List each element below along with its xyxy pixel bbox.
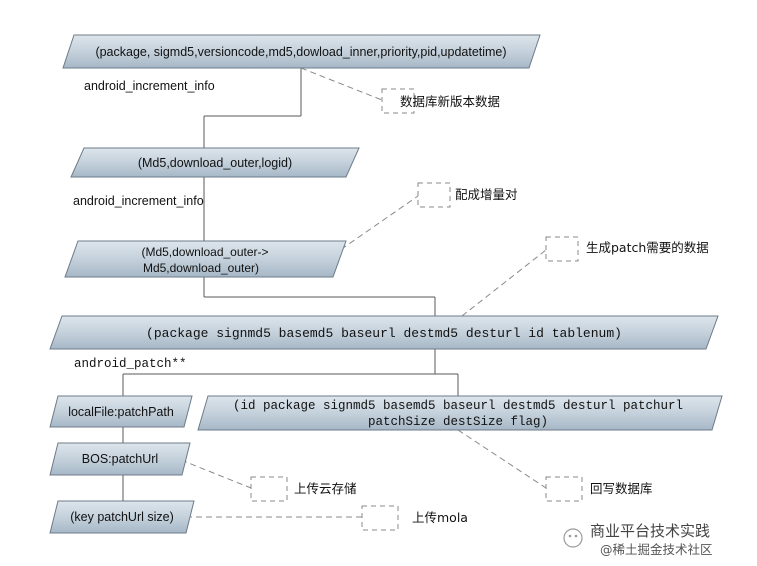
annotation-upload-mola: 上传mola [412,510,468,525]
patch-record-text-line1: (id package signmd5 basemd5 baseurl dest… [233,399,683,413]
md5-pair-text-line1: (Md5,download_outer-> [141,245,268,259]
key-url-size-text: (key patchUrl size) [70,510,174,524]
annotation-box [361,505,399,531]
annotation-pair-increment: 配成增量对 [455,187,518,202]
connector-lines [122,68,459,501]
sign-tablenum-text: (package signmd5 basemd5 baseurl destmd5… [146,326,622,341]
annotation-box [381,88,415,114]
local-file-shape [49,395,193,428]
annotation-boxes [250,88,583,531]
md5-triplet-shape [70,147,360,178]
annotation-box [545,236,579,262]
patch-table-label: android_patch** [74,357,187,371]
bos-url-text: BOS:patchUrl [82,452,158,466]
increment-info-label-1: android_increment_info [84,79,215,93]
dashed-leader [461,249,547,317]
patch-record-shape [197,395,723,431]
annotation-leaders [180,67,547,518]
annotation-new-version-data: 数据库新版本数据 [400,94,500,109]
local-file-text: localFile:patchPath [68,405,174,419]
annotation-upload-cloud: 上传云存储 [294,481,357,496]
dashed-leader [457,429,547,489]
watermark: 商业平台技术实践 @稀土掘金技术社区 [563,522,713,557]
key-url-size-shape [49,500,195,534]
md5-triplet-text: (Md5,download_outer,logid) [138,156,292,170]
versions-record-shape [62,34,541,69]
dashed-leader [180,459,252,489]
increment-info-label-2: android_increment_info [73,194,204,208]
versions-record-text: (package, sigmd5,versioncode,md5,dowload… [95,45,506,59]
annotation-generate-patch-data: 生成patch需要的数据 [586,240,709,255]
bos-url-shape [49,442,191,476]
dashed-leader [300,67,383,101]
md5-pair-text-line2: Md5,download_outer) [143,261,259,275]
watermark-subtitle: @稀土掘金技术社区 [600,542,713,557]
sign-tablenum-shape [49,315,719,350]
annotation-box [417,182,451,208]
patch-record-text-line2: patchSize destSize flag) [368,415,548,429]
annotation-write-back-db: 回写数据库 [590,481,653,496]
annotation-box [250,476,288,502]
md5-pair-shape [64,240,347,278]
annotation-box [545,476,583,502]
wechat-icon [563,528,583,548]
dashed-leader [332,195,419,256]
watermark-title: 商业平台技术实践 [590,522,710,540]
